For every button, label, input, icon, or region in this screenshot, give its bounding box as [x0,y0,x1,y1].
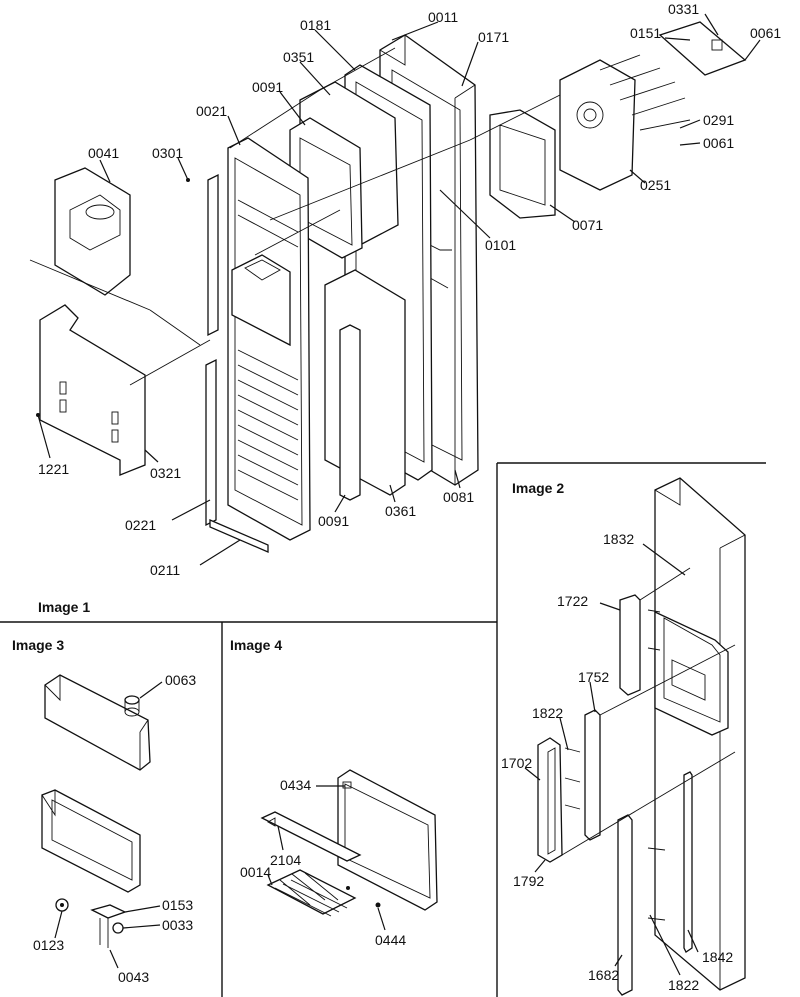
door-top-frame [559,59,636,191]
image3-drawing [41,674,163,969]
part-label: 1722 [557,593,588,609]
part-label: 0361 [385,503,416,519]
screw-0444 [375,902,381,908]
dispenser-frame-assembly [337,769,438,911]
dispenser-lens [584,709,601,841]
image1-drawing [29,13,761,566]
part-label: 0014 [240,864,271,880]
part-label: 0011 [428,9,458,25]
part-label: 0321 [150,465,181,481]
dispenser-trim-top [619,594,641,696]
liner-side-strip-lower [205,358,217,527]
liner-dispenser-cavity [231,254,291,347]
image4-labels: 0434 2104 0014 0444 [240,777,406,948]
part-label: 0071 [572,217,603,233]
assembly-guides [29,47,561,386]
part-label: 1822 [532,705,563,721]
panel-title-image1: Image 1 [38,599,90,615]
part-label: 0091 [318,513,349,529]
part-label: 0021 [196,103,227,119]
part-label: 0351 [283,49,314,65]
image3-labels: 0063 0153 0033 0123 0043 [33,672,196,985]
part-label: 0153 [162,897,193,913]
dispenser-recess [654,610,729,736]
cap-0063 [124,695,140,705]
image2-screws [564,609,666,921]
part-label: 0221 [125,517,156,533]
part-label: 0123 [33,937,64,953]
part-label: 0211 [150,562,180,578]
part-label: 0301 [152,145,183,161]
image1-labels: 0011 0181 0171 0331 0061 0351 0151 0091 … [38,1,781,578]
image2-drawing [524,477,746,996]
image4-drawing [260,769,438,931]
drip-tray-grid [274,872,348,917]
part-label: 0181 [300,17,331,33]
foam-panel [324,269,406,496]
part-label: 0063 [165,672,196,688]
part-label: 1822 [668,977,699,993]
panel-frames [0,462,766,997]
right-trim-strip [683,771,693,953]
liner-side-strip-left [207,173,219,337]
part-label: 1842 [702,949,733,965]
part-label: 0041 [88,145,119,161]
part-label: 0061 [703,135,734,151]
inner-door-liner [227,137,311,541]
part-label: 0171 [478,29,509,45]
lower-trim-strip [617,814,633,996]
part-label: 0434 [280,777,311,793]
drip-tray-grille [266,869,357,915]
door-frame-0071 [489,109,556,219]
hinge-cover [658,21,747,76]
part-label: 0101 [485,237,516,253]
part-label: 0444 [375,932,406,948]
screws-top [599,54,691,131]
trim-bar-2104 [260,811,362,862]
liner-shelves [237,199,299,501]
part-label: 0331 [668,1,699,17]
dispenser-panel [537,737,563,863]
dispenser-housing [54,167,131,296]
part-label: 0061 [750,25,781,41]
part-label: 0081 [443,489,474,505]
image1-leaders [37,13,761,566]
part-label: 1702 [501,755,532,771]
bracket-0153 [90,904,127,919]
part-label: 1682 [588,967,619,983]
part-label: 0091 [252,79,283,95]
refrigerator-door-slab [654,477,746,991]
part-label: 0291 [703,112,734,128]
part-label: 0033 [162,917,193,933]
panel-title-image3: Image 3 [12,637,64,653]
part-label: 1752 [578,669,609,685]
part-label: 1221 [38,461,69,477]
part-label: 0251 [640,177,671,193]
panel-title-image4: Image 4 [230,637,282,653]
panel-title-image2: Image 2 [512,480,564,496]
part-label: 1792 [513,873,544,889]
part-label: 0151 [630,25,661,41]
part-label: 0043 [118,969,149,985]
upper-housing-cover [44,674,151,771]
part-label: 2104 [270,852,301,868]
image2-leaders [524,543,699,976]
image2-labels: 1832 1722 1752 1822 1702 1792 1682 1822 … [501,531,733,993]
trim-bar [339,324,361,501]
bottom-trim [209,519,269,553]
grommet-0033 [112,922,124,934]
part-label: 1832 [603,531,634,547]
insulation-sheet [39,304,146,476]
